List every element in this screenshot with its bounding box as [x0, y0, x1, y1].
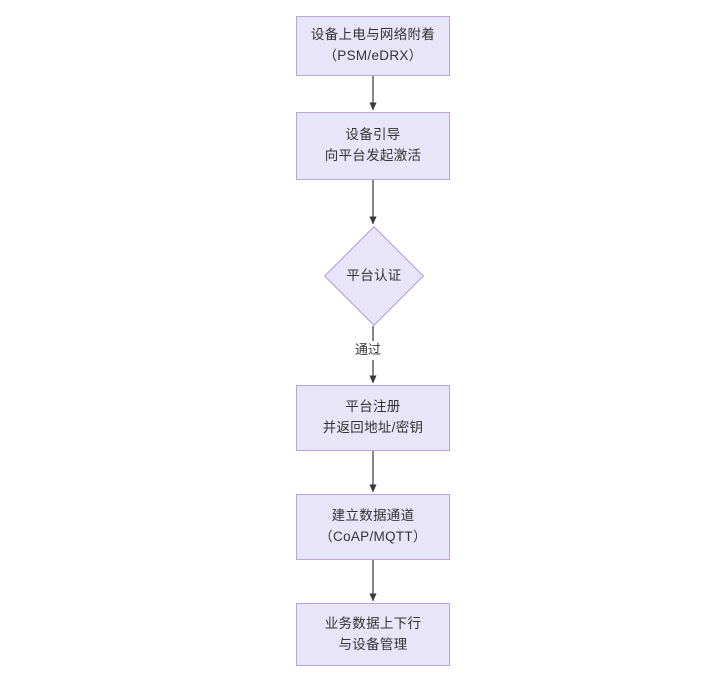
edge-label-pass-text: 通过 [355, 342, 382, 357]
node-service-data[interactable]: 业务数据上下行 与设备管理 [296, 603, 450, 666]
node-platform-auth-label: 平台认证 [346, 267, 402, 283]
diamond-shape-icon [324, 226, 424, 326]
node-data-channel[interactable]: 建立数据通道 （CoAP/MQTT） [296, 494, 450, 560]
node-power-on[interactable]: 设备上电与网络附着 （PSM/eDRX） [296, 16, 450, 76]
node-power-on-label: 设备上电与网络附着 （PSM/eDRX） [310, 27, 436, 63]
node-bootstrap-label: 设备引导 向平台发起激活 [324, 127, 422, 163]
edge-label-pass: 通过 [352, 341, 385, 360]
node-platform-register-label: 平台注册 并返回地址/密钥 [322, 399, 424, 435]
node-bootstrap[interactable]: 设备引导 向平台发起激活 [296, 112, 450, 180]
node-platform-register[interactable]: 平台注册 并返回地址/密钥 [296, 385, 450, 451]
node-service-data-label: 业务数据上下行 与设备管理 [324, 615, 422, 652]
node-data-channel-label: 建立数据通道 （CoAP/MQTT） [319, 508, 427, 544]
node-platform-auth[interactable]: 平台认证 [324, 226, 424, 326]
